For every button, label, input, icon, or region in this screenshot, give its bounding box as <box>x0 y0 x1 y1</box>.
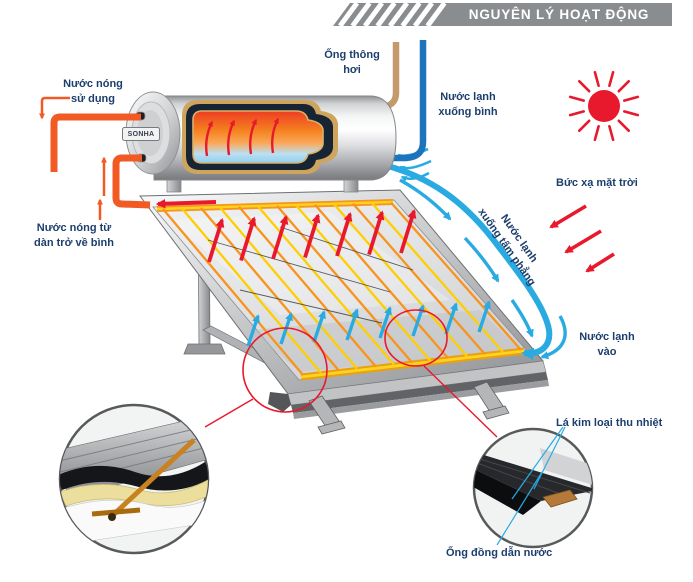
tank-cutaway <box>182 100 338 174</box>
label-cold-water-in: Nước lạnh vào <box>579 331 635 359</box>
cold-inlet-pipe <box>392 40 427 162</box>
label-hot-return: Nước nóng từ dàn trở về bình <box>34 222 114 250</box>
label-hot-water-use: Nước nóng sử dụng <box>63 78 123 106</box>
storage-tank <box>122 91 397 193</box>
brand-badge <box>122 127 160 141</box>
tank-brand-logo: SONHA <box>127 131 155 138</box>
banner-title: NGUYÊN LÝ HOẠT ĐỘNG <box>468 7 650 22</box>
label-copper-pipe: Ống đồng dẫn nước <box>446 547 553 559</box>
cold-flow-arrows <box>246 300 491 347</box>
label-cold-to-tank: Nước lạnh xuống bình <box>438 91 498 119</box>
label-metal-fin: Lá kim loại thu nhiệt <box>556 417 663 429</box>
glass-reflections <box>207 226 414 324</box>
label-vent-pipe: Ống thông hơi <box>324 49 380 77</box>
callout-marks <box>204 309 498 438</box>
detail-circle-fin <box>472 426 594 549</box>
label-solar-radiation: Bức xạ mặt trời <box>556 177 638 189</box>
panel-front-feet <box>308 381 510 435</box>
detail-circle-cross-section <box>58 403 210 555</box>
title-banner <box>333 1 672 28</box>
riser-tubes <box>162 201 522 376</box>
sun-icon <box>568 70 640 142</box>
hot-water-pipes <box>38 96 217 220</box>
hot-flow-arrows <box>207 208 417 263</box>
radiation-arrows <box>549 204 615 273</box>
